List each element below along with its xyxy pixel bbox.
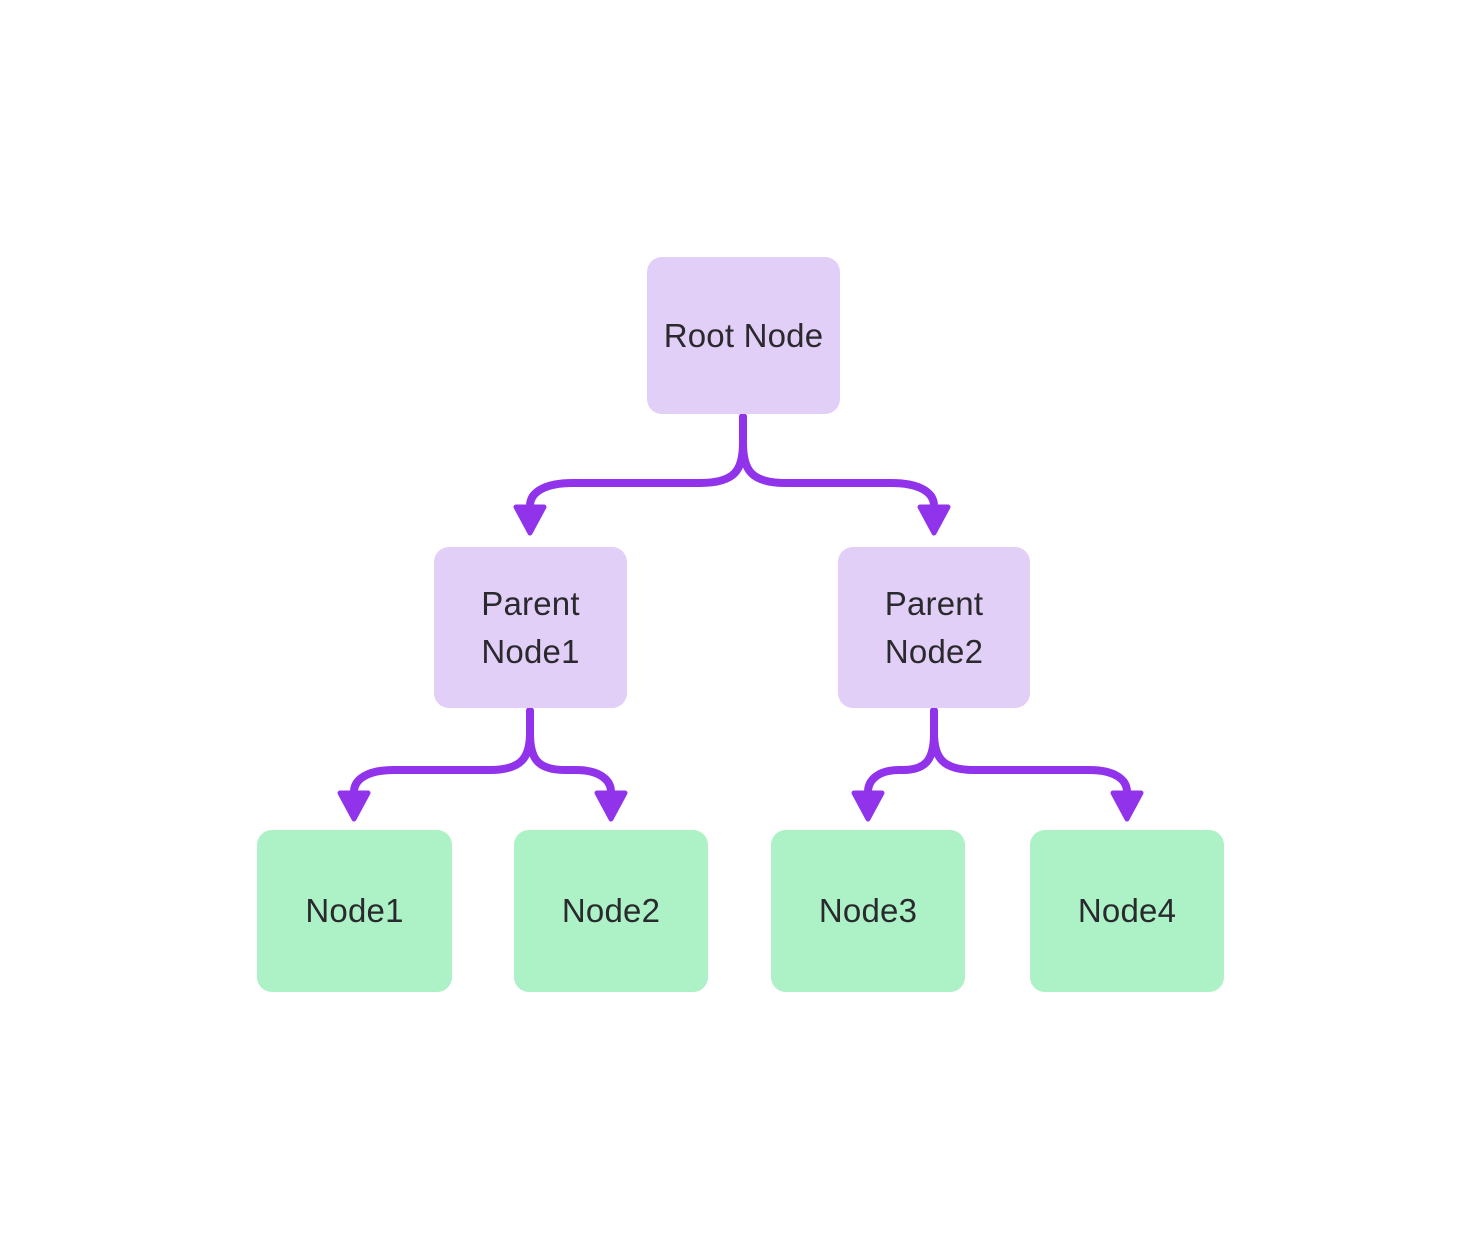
edge-root-to-parent1 xyxy=(513,413,747,536)
node-leaf3: Node3 xyxy=(771,830,965,992)
node-leaf2: Node2 xyxy=(514,830,708,992)
node-root: Root Node xyxy=(647,257,840,414)
edge-root-to-parent2 xyxy=(739,413,951,536)
node-parent1: Parent Node1 xyxy=(434,547,627,708)
edge-parent2-to-node3 xyxy=(851,707,938,822)
node-leaf1: Node1 xyxy=(257,830,452,992)
node-leaf4: Node4 xyxy=(1030,830,1224,992)
node-parent2: Parent Node2 xyxy=(838,547,1030,708)
edge-parent2-to-node4 xyxy=(930,707,1144,822)
edge-parent1-to-node2 xyxy=(526,707,628,822)
edge-parent1-to-node1 xyxy=(337,707,534,822)
